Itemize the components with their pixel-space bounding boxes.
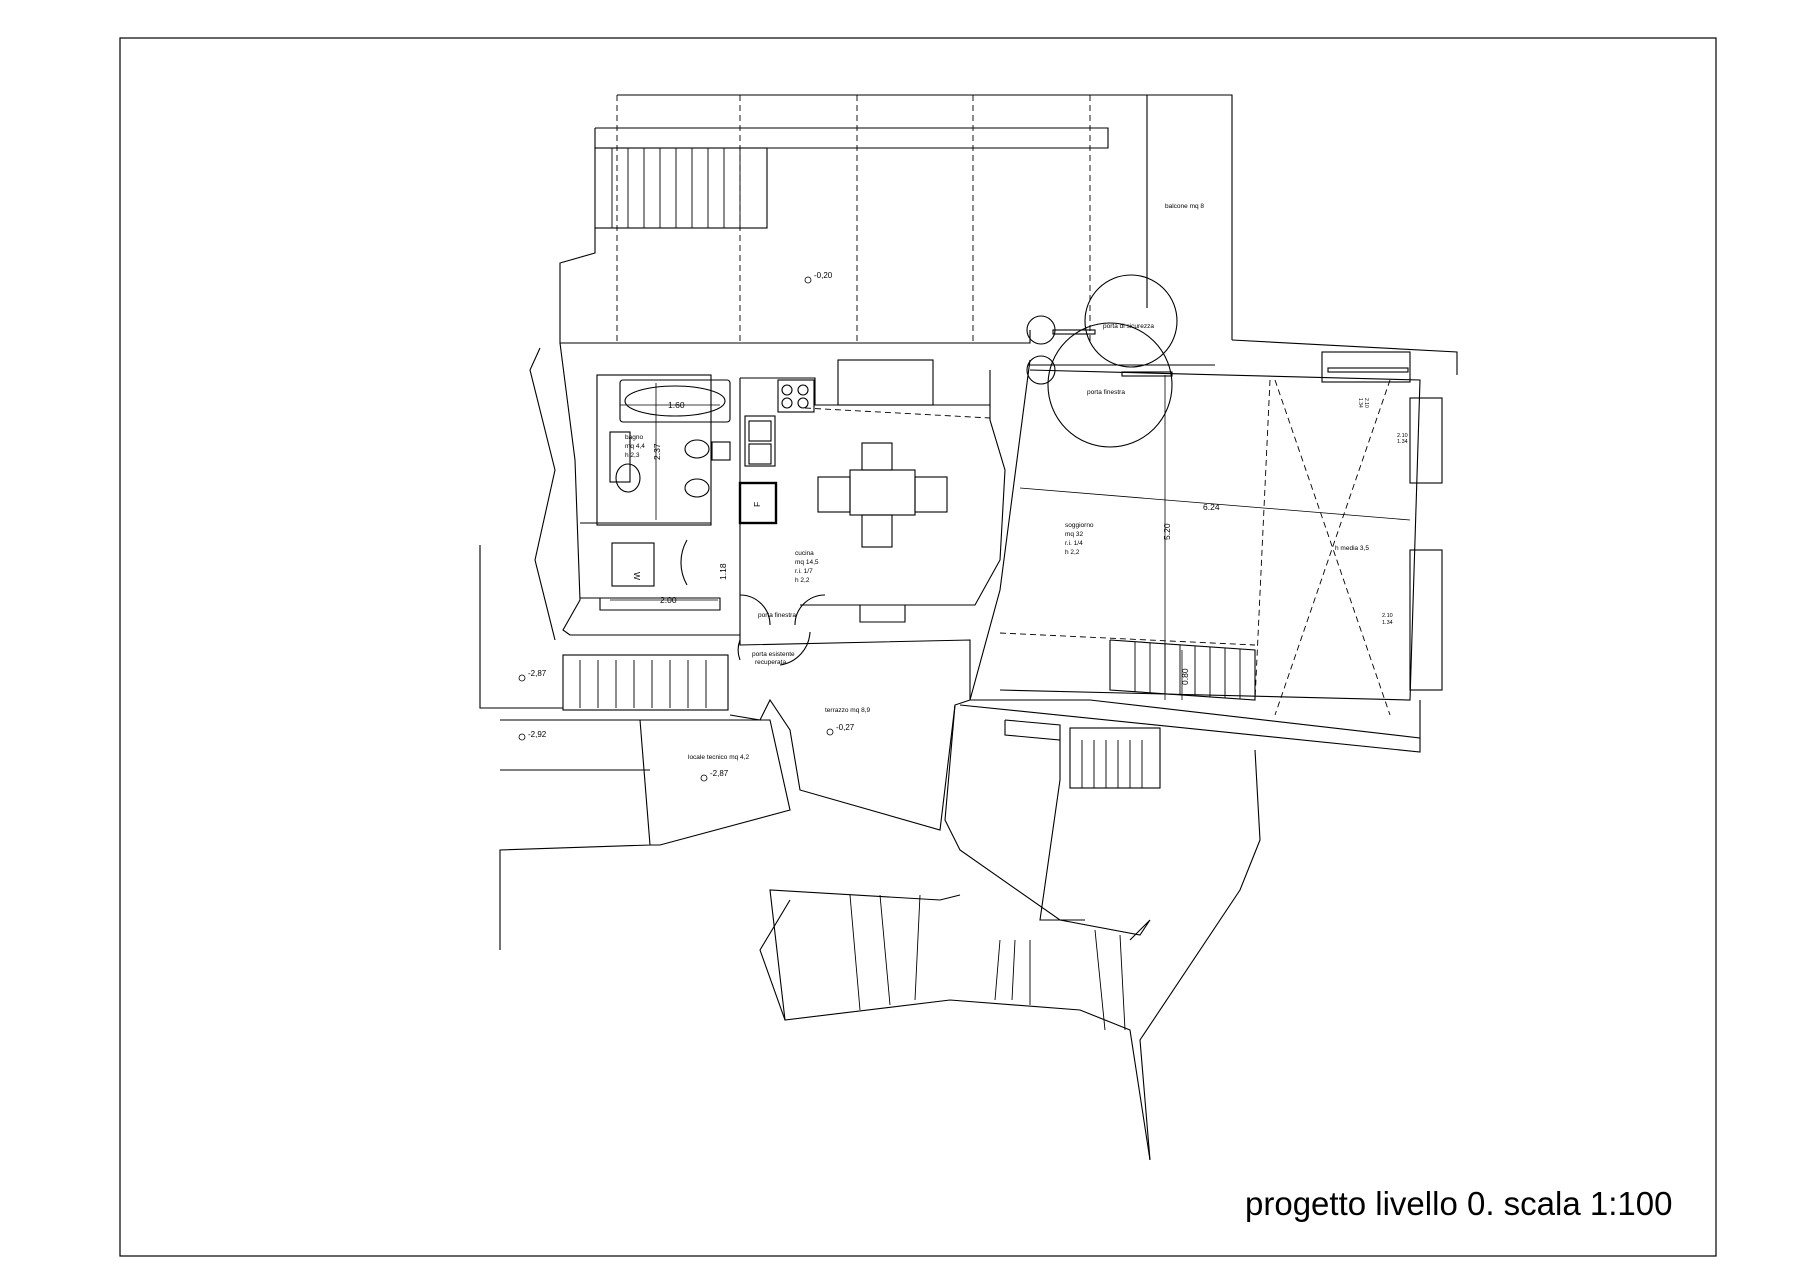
dimension-lines [610, 375, 1411, 700]
soggiorno-label: soggiorno [1065, 522, 1094, 529]
locale-tecnico-label: locale tecnico mq 4,2 [688, 754, 749, 761]
h-media-label: h media 3,5 [1335, 545, 1369, 552]
dim-corridor: 2.00 [660, 595, 677, 605]
level-technical: -2,87 [710, 769, 729, 778]
fridge-label: F [752, 502, 762, 507]
dim-living-depth: 5.20 [1162, 523, 1172, 540]
cucina-ri: r.i. 1/7 [795, 568, 813, 575]
dim-window-2-a: 2.10 [1397, 433, 1408, 439]
dim-window-1-a: 2.10 [1363, 398, 1369, 408]
dimension-labels: 1.60 2.37 2.00 1.18 6.24 5.20 0.80 2.10 … [652, 398, 1408, 685]
level-balcony: -0,20 [814, 271, 833, 280]
drawing-title: progetto livello 0. scala 1:100 [1245, 1185, 1672, 1222]
sheet-border [119, 37, 1717, 1257]
terrazzo-label: terrazzo mq 8,9 [825, 707, 871, 714]
dim-window-1-b: 1.34 [1357, 398, 1363, 408]
dim-bath-height: 2.37 [652, 443, 662, 460]
dim-window-3-a: 2.10 [1382, 613, 1393, 619]
dim-window-3-b: 1.34 [1382, 620, 1393, 626]
soggiorno-area: mq 32 [1065, 531, 1083, 538]
porta-finestra-label-1: porta finestra [1087, 389, 1125, 396]
stair-treads [579, 148, 1241, 1031]
plan-walls [479, 94, 1458, 1161]
dim-stair-width: 0.80 [1180, 668, 1190, 685]
washer-label: W [632, 572, 642, 580]
soggiorno-ri: r.i. 1/4 [1065, 540, 1083, 547]
level-terrace: -0,27 [836, 723, 855, 732]
level-labels: -0,20 -0,27 -2,87 -2,92 -2,87 [528, 271, 855, 778]
bagno-area: mq 4,4 [625, 443, 645, 450]
porta-esistente-label: porta esistente [752, 651, 795, 658]
bagno-label: bagno [625, 434, 643, 441]
dim-door-width: 1.18 [718, 563, 728, 580]
room-labels: bagno mq 4,4 h 2,3 cucina mq 14,5 r.i. 1… [625, 203, 1369, 761]
bagno-height: h 2,3 [625, 452, 640, 459]
pergola-dashed-lines [616, 95, 1391, 716]
cucina-label: cucina [795, 550, 814, 557]
appliance-labels: F W [632, 502, 762, 580]
soggiorno-height: h 2,2 [1065, 549, 1080, 556]
dim-bath-tub: 1.60 [668, 400, 685, 410]
cucina-height: h 2,2 [795, 577, 810, 584]
level-left-lower: -2,92 [528, 730, 547, 739]
level-markers [518, 276, 834, 782]
level-left-upper: -2,87 [528, 669, 547, 678]
porta-finestra-label-2: porta finestra [758, 612, 796, 619]
door-labels: porta di sicurezza porta finestra porta … [752, 323, 1154, 666]
cucina-area: mq 14,5 [795, 559, 819, 566]
balcone-label: balcone mq 8 [1165, 203, 1204, 210]
porta-sicurezza-label: porta di sicurezza [1103, 323, 1154, 330]
dim-window-2-b: 1.34 [1397, 439, 1408, 445]
porta-recuperata-label: recuperata [755, 659, 786, 666]
dim-living-width: 6.24 [1203, 502, 1220, 512]
